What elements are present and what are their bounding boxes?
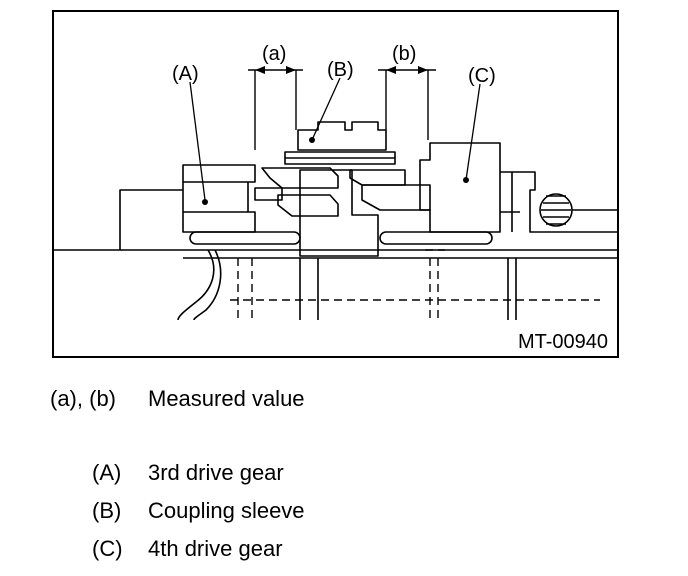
bearing-left	[189, 231, 301, 245]
legend-item-desc: 3rd drive gear	[148, 460, 284, 485]
callout-A: (A)	[172, 63, 199, 85]
leader-B	[311, 77, 341, 141]
right-shaft-outline	[512, 171, 618, 233]
fourth-drive-gear	[419, 142, 501, 233]
leader-C	[465, 83, 481, 181]
left-housing-curve	[177, 249, 215, 321]
legend-item-desc: 4th drive gear	[148, 536, 283, 561]
legend-item-row: (A) 3rd drive gear	[0, 460, 688, 486]
legend-measure-desc: Measured value	[148, 386, 305, 411]
right-synchro-ring	[349, 169, 406, 186]
callout-b: (b)	[392, 43, 416, 65]
dimension-b-arrow-right	[418, 66, 428, 74]
figure-code: MT-00940	[518, 331, 608, 353]
legend-item-key: (C)	[92, 536, 123, 561]
left-shaft-outline	[53, 189, 183, 251]
dimension-b-arrow-left	[386, 66, 396, 74]
leader-A	[189, 81, 206, 201]
legend-measure-row: (a), (b) Measured value	[0, 386, 688, 412]
third-drive-gear	[182, 164, 256, 233]
synchro-hub	[299, 169, 379, 257]
legend-item-key: (B)	[92, 498, 122, 523]
left-synchro-ring	[261, 167, 339, 189]
coupling-sleeve	[297, 121, 387, 151]
gear-cross-section-diagram: (a) (b) (A) (B) (C) MT-00940	[52, 10, 619, 358]
bearing-right	[379, 231, 493, 245]
figure-frame	[52, 10, 619, 358]
callout-a: (a)	[262, 43, 286, 65]
legend-item-row: (C) 4th drive gear	[0, 536, 688, 562]
callout-B: (B)	[327, 59, 354, 81]
sleeve-spline-row	[284, 151, 396, 165]
legend-item-desc: Coupling sleeve	[148, 498, 305, 523]
callout-C: (C)	[468, 65, 496, 87]
legend-measure-key: (a), (b)	[50, 386, 116, 411]
dimension-a-arrow-right	[286, 66, 296, 74]
dimension-a-arrow-left	[255, 66, 265, 74]
legend-item-row: (B) Coupling sleeve	[0, 498, 688, 524]
legend-item-key: (A)	[92, 460, 122, 485]
